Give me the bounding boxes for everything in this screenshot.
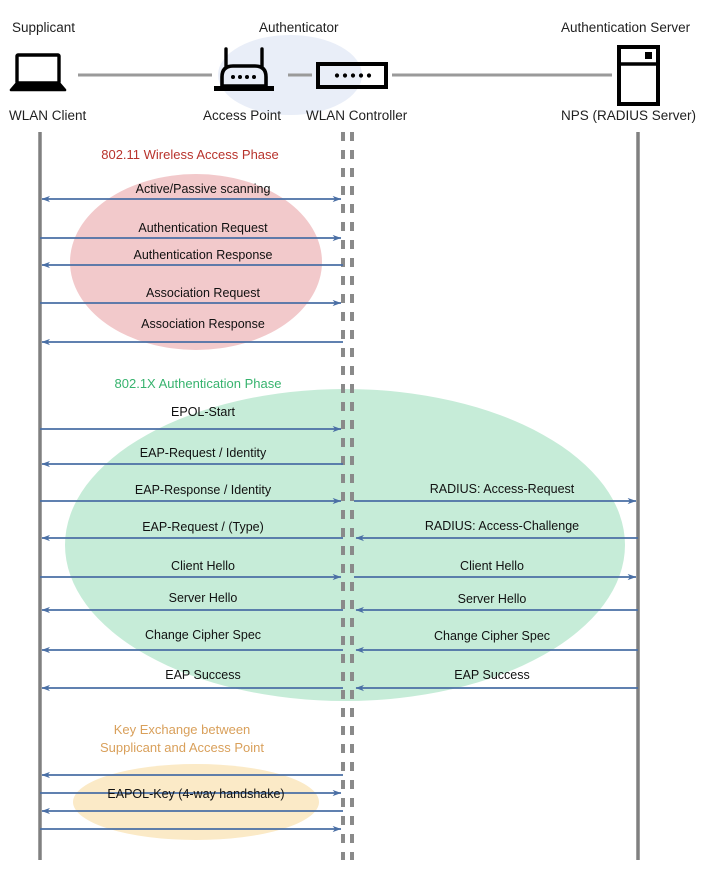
msg-label-eap-response-identity: EAP-Response / Identity — [134, 483, 272, 497]
phase-label-dot1x-auth: 802.1X Authentication Phase — [114, 376, 282, 391]
msg-label-authentication-request: Authentication Request — [138, 221, 268, 235]
msg-label-association-request: Association Request — [146, 286, 260, 300]
icon-laptop — [9, 53, 67, 92]
phase-ellipse-key-exchange — [73, 764, 319, 840]
message-arrows-right — [354, 497, 638, 692]
msg-label-client-hello-right: Client Hello — [460, 559, 524, 573]
msg-label-eap-request-identity: EAP-Request / Identity — [139, 446, 267, 460]
role-label-authentication-server: Authentication Server — [561, 20, 691, 35]
msg-label-association-response: Association Response — [141, 317, 265, 331]
node-label-nps-radius-server: NPS (RADIUS Server) — [561, 108, 697, 123]
msg-label-authentication-response: Authentication Response — [133, 248, 273, 262]
icon-server-tower — [617, 45, 660, 106]
msg-label-server-hello-left: Server Hello — [168, 591, 238, 605]
icon-network-switch — [316, 62, 388, 89]
msg-label-active-passive-scanning: Active/Passive scanning — [135, 182, 271, 196]
message-arrows-left — [40, 195, 343, 833]
role-label-supplicant: Supplicant — [12, 20, 76, 35]
msg-label-eap-success-left: EAP Success — [165, 668, 241, 682]
msg-label-eap-success-right: EAP Success — [454, 668, 530, 682]
phase-label-key-exchange-line2: Supplicant and Access Point — [99, 740, 265, 755]
node-label-wlan-controller: WLAN Controller — [306, 108, 408, 123]
icon-wireless-router — [214, 47, 274, 91]
msg-label-radius-access-challenge: RADIUS: Access-Challenge — [424, 519, 580, 533]
phase-ellipse-wireless-access — [70, 174, 322, 350]
msg-label-change-cipher-spec-right: Change Cipher Spec — [433, 629, 551, 643]
lifelines — [38, 132, 640, 860]
msg-label-eapol-key-handshake: EAPOL-Key (4-way handshake) — [107, 787, 285, 801]
role-label-authenticator: Authenticator — [259, 20, 339, 35]
msg-label-eap-request-type: EAP-Request / (Type) — [142, 520, 264, 534]
node-label-wlan-client: WLAN Client — [9, 108, 87, 123]
msg-label-server-hello-right: Server Hello — [457, 592, 527, 606]
phase-label-wireless-access: 802.11 Wireless Access Phase — [101, 147, 279, 162]
phase-label-key-exchange-line1: Key Exchange between — [113, 722, 251, 737]
phase-ellipses — [65, 35, 625, 840]
msg-label-change-cipher-spec-left: Change Cipher Spec — [144, 628, 262, 642]
phase-ellipse-dot1x-auth — [65, 389, 625, 701]
msg-label-client-hello-left: Client Hello — [171, 559, 235, 573]
msg-label-radius-access-request: RADIUS: Access-Request — [429, 482, 575, 496]
msg-label-eapol-start: EPOL-Start — [171, 405, 235, 419]
node-label-access-point: Access Point — [203, 108, 282, 123]
